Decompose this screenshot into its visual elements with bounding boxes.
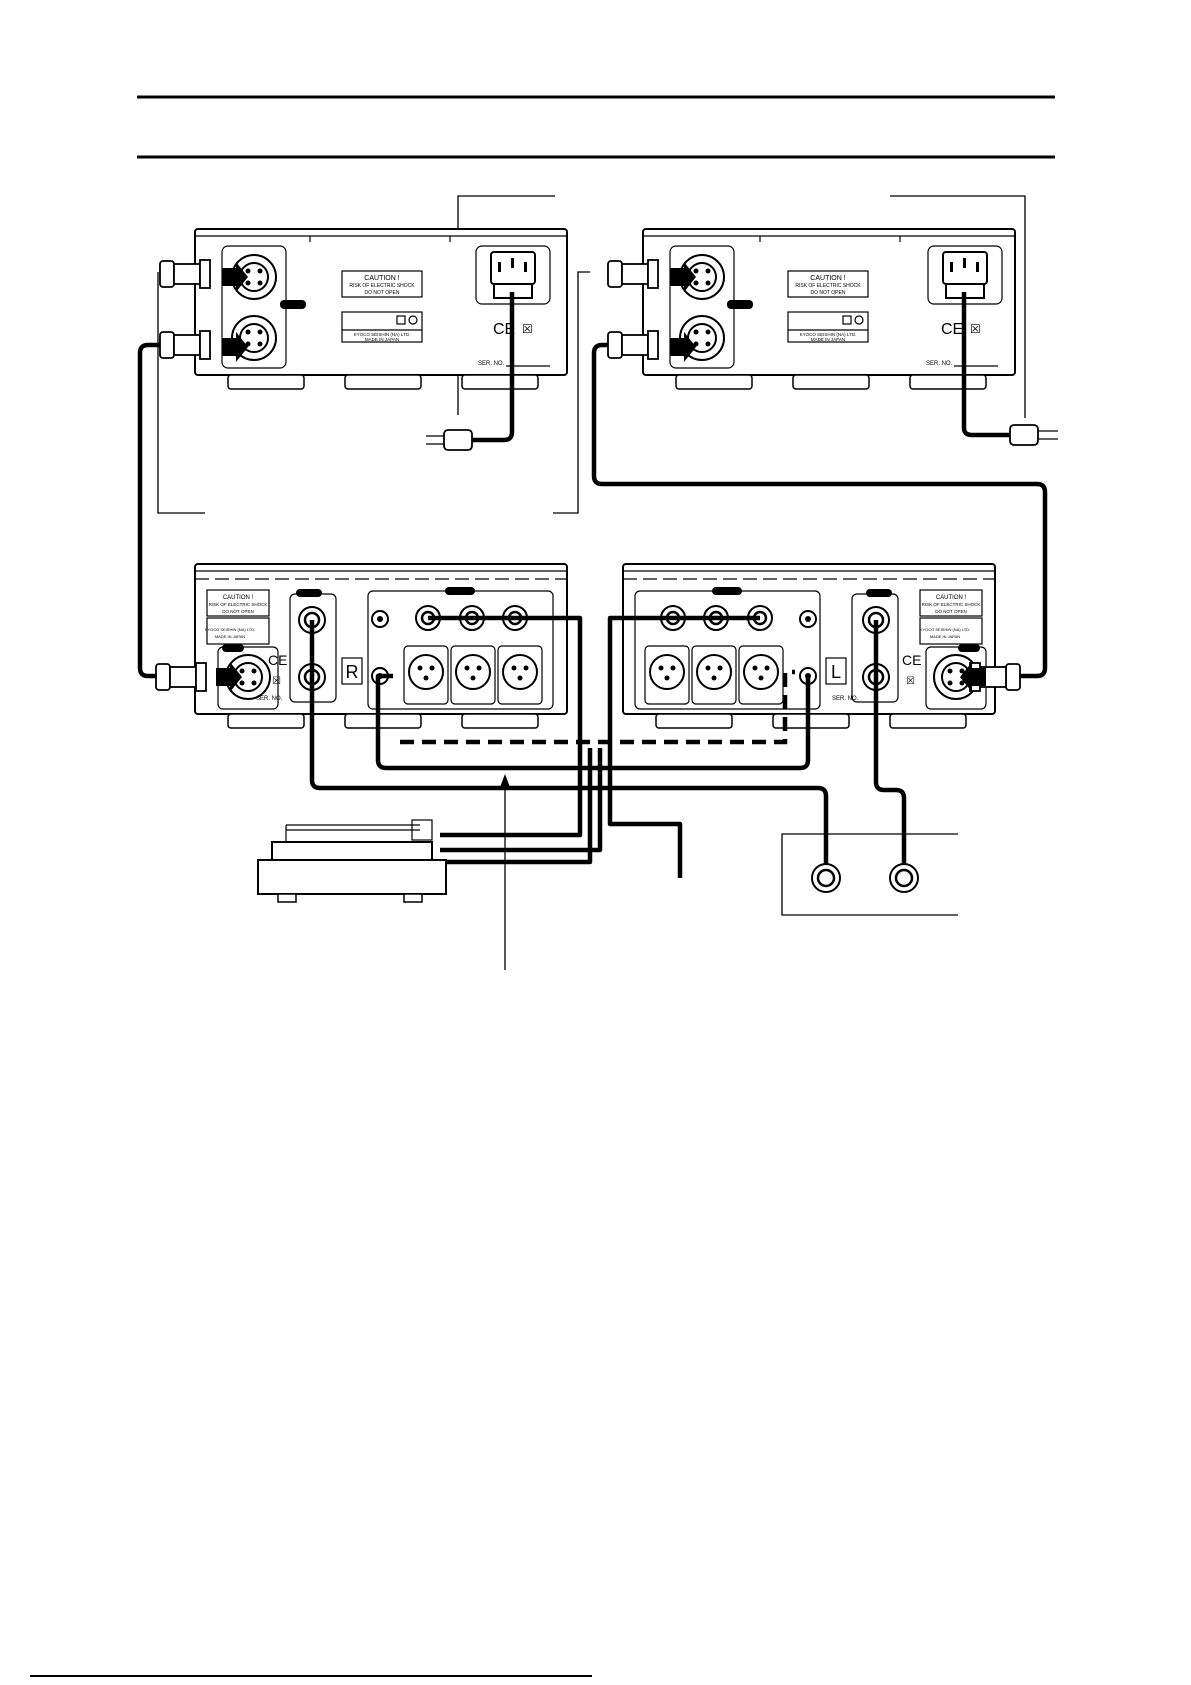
power-cord-left <box>961 292 1012 438</box>
bracket-bottom-left <box>157 272 205 514</box>
ac-plug-right <box>426 429 473 451</box>
caution-line1: RISK OF ELECTRIC SHOCK <box>922 602 981 607</box>
power-cord-right <box>470 292 515 443</box>
dc-cable-left <box>591 342 1048 679</box>
weee-mark: ☒ <box>522 322 533 336</box>
speaker-terminal-box <box>781 833 958 916</box>
dc-plug-top-left-a <box>607 259 696 292</box>
maker-label: KYOCO SEISHIN (NA) LTD. <box>354 332 411 337</box>
caution-title: CAUTION ! <box>364 275 399 282</box>
dc-plug-top-left-b <box>607 330 696 362</box>
amplifier-right-channel: CAUTION ! RISK OF ELECTRIC SHOCK DO NOT … <box>194 563 568 729</box>
optional-ground-cable <box>400 669 795 745</box>
signal-cable-c <box>440 748 603 853</box>
output-cable-left <box>873 620 907 868</box>
caution-line1: RISK OF ELECTRIC SHOCK <box>209 602 268 607</box>
caution-title: CAUTION ! <box>810 275 845 282</box>
serial-label: SER. NO. <box>478 361 505 367</box>
made-in-label: MADE IN JAPAN <box>215 634 245 639</box>
maker-label: KYOCO SEISHIN (NA) LTD. <box>800 332 857 337</box>
input-cable-right <box>428 615 583 838</box>
turntable-icon <box>257 819 447 903</box>
channel-label-l: L <box>831 662 841 682</box>
ce-mark: CE <box>941 321 963 338</box>
signal-cable-d <box>440 748 593 865</box>
caution-line1: RISK OF ELECTRIC SHOCK <box>349 283 415 289</box>
serial-label: SER. NO. <box>832 696 859 702</box>
pointer-arrowhead <box>499 774 511 790</box>
power-supply-right: CAUTION ! RISK OF ELECTRIC SHOCK DO NOT … <box>194 228 568 390</box>
caution-line2: DO NOT OPEN <box>935 609 966 614</box>
bracket-bottom-center <box>553 271 590 514</box>
caution-line2: DO NOT OPEN <box>365 290 400 296</box>
caution-line1: RISK OF ELECTRIC SHOCK <box>795 283 861 289</box>
weee-mark: ☒ <box>906 676 915 687</box>
caution-line2: DO NOT OPEN <box>811 290 846 296</box>
weee-mark: ☒ <box>970 322 981 336</box>
ce-mark: CE <box>493 321 515 338</box>
serial-label: SER. NO. <box>256 696 283 702</box>
ac-plug-left <box>1009 424 1058 446</box>
output-cable-right <box>309 620 829 868</box>
bracket-top-right <box>890 195 1026 418</box>
maker-label: KYOCO SEISHIN (NA) LTD. <box>920 627 970 632</box>
caution-title: CAUTION ! <box>936 595 967 601</box>
caution-title: CAUTION ! <box>223 595 254 601</box>
ground-cable-right <box>375 673 811 771</box>
dc-plug-top-right-a <box>159 259 248 292</box>
dc-plug-bottom-left-channel <box>960 662 1021 692</box>
ce-mark: CE <box>268 652 287 668</box>
caution-line2: DO NOT OPEN <box>222 609 253 614</box>
input-cable-left <box>607 615 760 878</box>
ce-mark: CE <box>902 652 921 668</box>
weee-mark: ☒ <box>272 676 281 687</box>
maker-label: KYOCO SEISHIN (NA) LTD. <box>205 627 255 632</box>
made-in-label: MADE IN JAPAN <box>930 634 960 639</box>
power-supply-left: CAUTION ! RISK OF ELECTRIC SHOCK DO NOT … <box>642 228 1016 390</box>
made-in-label: MADE IN JAPAN <box>811 337 845 342</box>
channel-label-r: R <box>346 662 359 682</box>
amplifier-left-channel: L SER. NO. CAUTION ! RISK OF ELECTRIC SH… <box>622 563 996 729</box>
dc-plug-bottom-right-channel <box>155 662 242 692</box>
made-in-label: MADE IN JAPAN <box>365 337 399 342</box>
dc-cable-right <box>137 342 160 679</box>
serial-label: SER. NO. <box>926 361 953 367</box>
